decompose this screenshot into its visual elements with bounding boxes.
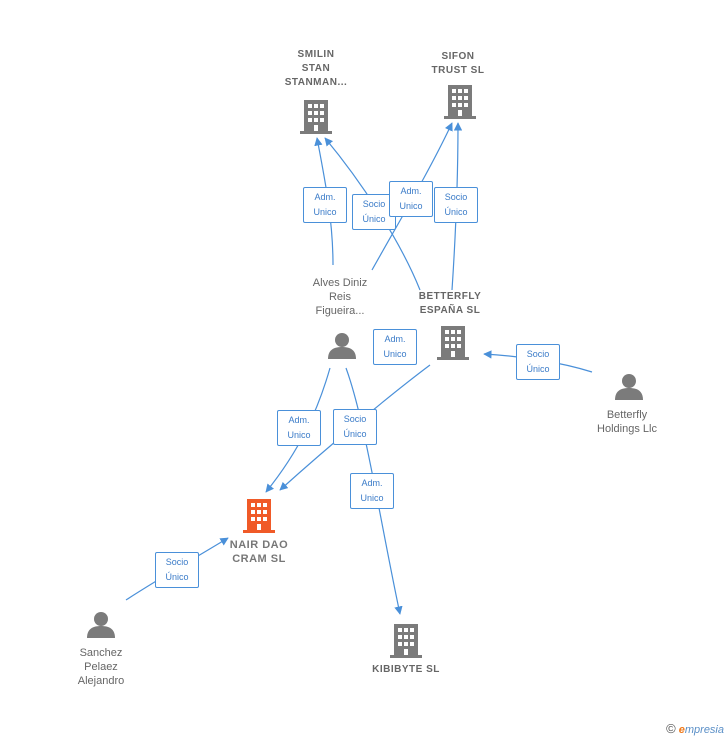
label-line: Sanchez [79,647,123,659]
edge-label-socio-unico[interactable]: Socio Único [333,409,377,445]
building-icon-sifon[interactable] [444,85,476,119]
building-icon-smilin[interactable] [300,100,332,134]
label-line: Alves Diniz [312,277,368,289]
label-line: TRUST SL [431,65,485,76]
label-line: Figueira... [315,305,365,317]
edge-label-line: Único [526,364,550,374]
footer-brand[interactable]: ©empresia [666,721,724,736]
edge-label-socio-unico[interactable]: Socio Único [434,187,478,223]
edge-label-line: Único [343,429,367,439]
edge-label-line: Unico [399,201,423,211]
building-icon-nair[interactable] [243,499,275,533]
edge-label-adm-unico[interactable]: Adm. Unico [350,473,394,509]
label-line: Betterfly [606,409,648,421]
label-line: NAIR DAO [229,539,289,551]
edge-label-line: Unico [383,349,407,359]
edge-label-line: Único [444,207,468,217]
edge-label-line: Único [362,214,386,224]
edge-label-adm-unico[interactable]: Adm. Unico [303,187,347,223]
edge-label-socio-unico[interactable]: Socio Único [155,552,199,588]
label-line: STANMAN... [284,77,348,88]
label-line: Reis [328,291,351,303]
node-label-smilin[interactable]: SMILIN STAN STANMAN... [276,48,356,90]
label-line: STAN [301,63,331,74]
label-line: KIBIBYTE SL [372,664,440,675]
edge-label-line: Adm. [400,186,422,196]
node-label-kibibyte[interactable]: KIBIBYTE SL [356,663,456,677]
building-icon-betterfly-espana[interactable] [437,326,469,360]
node-label-nair[interactable]: NAIR DAO CRAM SL [214,538,304,566]
label-line: Pelaez [84,661,118,673]
edge-label-line: Unico [287,430,311,440]
node-label-sifon[interactable]: SIFON TRUST SL [418,50,498,78]
person-icon-sanchez[interactable] [87,612,115,638]
edge-label-line: Adm. [314,192,336,202]
label-line: SMILIN [297,49,335,60]
node-label-betterfly-espana[interactable]: BETTERFLY ESPAÑA SL [405,290,495,318]
edge-label-line: Socio [526,349,550,359]
copyright-symbol: © [666,721,676,736]
label-line: CRAM SL [232,553,286,565]
label-line: Alejandro [77,675,125,687]
label-line: Holdings Llc [597,423,657,435]
edge-label-socio-unico[interactable]: Socio Único [516,344,560,380]
person-icon-betterfly-llc[interactable] [615,374,643,400]
edge-label-line: Socio [444,192,468,202]
label-line: ESPAÑA SL [419,305,481,316]
edge-label-line: Unico [313,207,337,217]
node-label-alves[interactable]: Alves Diniz Reis Figueira... [295,276,385,318]
node-label-sanchez[interactable]: Sanchez Pelaez Alejandro [56,646,146,688]
edge-label-line: Unico [360,493,384,503]
edge-label-line: Socio [343,414,367,424]
edge-label-adm-unico[interactable]: Adm. Unico [373,329,417,365]
edge-label-adm-unico[interactable]: Adm. Unico [277,410,321,446]
person-icon-alves[interactable] [328,333,356,359]
edge-label-line: Socio [165,557,189,567]
edge-label-line: Socio [362,199,386,209]
building-icon-kibibyte[interactable] [390,624,422,658]
edge-label-line: Adm. [384,334,406,344]
label-line: SIFON [441,51,475,62]
brand-logo-text: mpresia [684,724,724,736]
node-label-betterfly-llc[interactable]: Betterfly Holdings Llc [582,408,672,436]
label-line: BETTERFLY [418,291,482,302]
edge-label-line: Adm. [288,415,310,425]
edge-label-line: Único [165,572,189,582]
edge-label-line: Adm. [361,478,383,488]
edge-label-adm-unico[interactable]: Adm. Unico [389,181,433,217]
brand-logo-initial: e [678,724,685,736]
